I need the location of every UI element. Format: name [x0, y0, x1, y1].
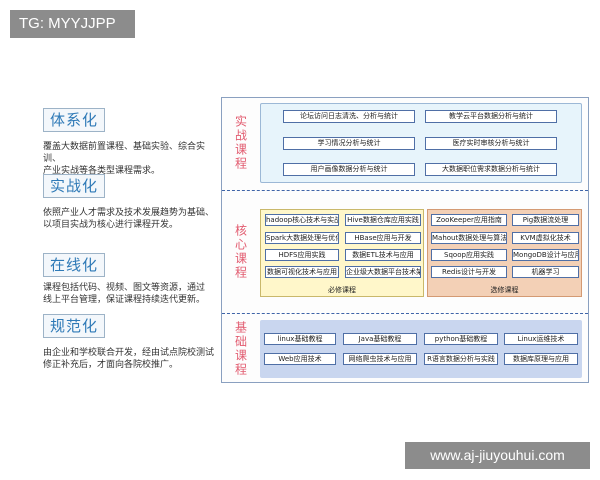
course-box: python基础教程 [424, 333, 498, 345]
elective-courses-caption: 选修课程 [490, 286, 519, 294]
course-box: 大数据职位需求数据分析与统计 [425, 163, 557, 176]
course-box: 学习情况分析与统计 [283, 137, 415, 150]
course-box: 数据库原理与应用 [504, 353, 578, 365]
feature-title-standardized: 规范化 [43, 314, 106, 338]
course-box: Linux运维技术 [504, 333, 578, 345]
course-box: Java基础教程 [343, 333, 417, 345]
elective-courses-group: ZooKeeper应用指南 Pig数据流处理 Mahout数据处理与算法分析 K… [427, 209, 582, 297]
feature-title-online: 在线化 [43, 253, 106, 277]
course-box: Web应用技术 [264, 353, 336, 365]
course-box: Pig数据流处理 [512, 214, 579, 226]
section-core-courses: 核心课程 hadoop核心技术与实战 Hive数据仓库应用实践 Spark大数据… [222, 193, 588, 311]
course-box: 医疗实时审核分析与统计 [425, 137, 557, 150]
course-box: ZooKeeper应用指南 [431, 214, 507, 226]
course-box: linux基础教程 [264, 333, 336, 345]
required-courses-group: hadoop核心技术与实战 Hive数据仓库应用实践 Spark大数据处理与优化… [260, 209, 424, 297]
feature-desc-line: 线上平台管理，保证课程持续迭代更新。 [43, 295, 206, 305]
feature-desc-systematic: 覆盖大数据前置课程、基础实验、综合实训、 产业实战等各类型课程需求。 [43, 141, 219, 177]
basic-panel: linux基础教程 Java基础教程 python基础教程 Linux运维技术 … [260, 320, 582, 378]
section-divider [222, 313, 588, 314]
feature-desc-line: 覆盖大数据前置课程、基础实验、综合实训、 [43, 142, 206, 164]
course-box: 数据可视化技术与应用 [265, 266, 339, 278]
course-box: Redis设计与开发 [431, 266, 507, 278]
section-practical-courses: 实战课程 论坛访问日志清洗、分析与统计 教学云平台数据分析与统计 学习情况分析与… [222, 98, 588, 188]
website-watermark: www.aj-jiuyouhui.com [405, 442, 590, 469]
curriculum-diagram: 实战课程 论坛访问日志清洗、分析与统计 教学云平台数据分析与统计 学习情况分析与… [221, 97, 589, 383]
feature-desc-line: 课程包括代码、视频、图文等资源，通过 [43, 283, 206, 293]
course-box: 企业级大数据平台技术架构 [345, 266, 421, 278]
course-box: hadoop核心技术与实战 [265, 214, 339, 226]
practical-panel: 论坛访问日志清洗、分析与统计 教学云平台数据分析与统计 学习情况分析与统计 医疗… [260, 103, 582, 183]
course-box: HBase应用与开发 [345, 232, 421, 244]
course-box: 网络爬虫技术与应用 [343, 353, 417, 365]
required-courses-caption: 必修课程 [328, 286, 356, 294]
feature-desc-line: 产业实战等各类型课程需求。 [43, 166, 161, 176]
course-box: KVM虚拟化技术 [512, 232, 579, 244]
course-box: 机器学习 [512, 266, 579, 278]
section-label-practical: 实战课程 [233, 115, 248, 171]
course-box: Mahout数据处理与算法分析 [431, 232, 507, 244]
feature-desc-line: 修正补充后，才面向各院校推广。 [43, 360, 179, 370]
feature-desc-standardized: 由企业和学校联合开发，经由试点院校测试 修正补充后，才面向各院校推广。 [43, 347, 219, 371]
feature-title-practical: 实战化 [43, 174, 106, 198]
course-box: 论坛访问日志清洗、分析与统计 [283, 110, 415, 123]
course-box: HDFS应用实践 [265, 249, 339, 261]
course-box: Spark大数据处理与优化 [265, 232, 339, 244]
course-box: R语言数据分析与实践 [424, 353, 498, 365]
course-box: MongoDB设计与应用 [512, 249, 579, 261]
feature-desc-practical: 依照产业人才需求及技术发展趋势为基础、 以项目实战为核心进行课程开发。 [43, 207, 219, 231]
course-box: 用户画像数据分析与统计 [283, 163, 415, 176]
section-basic-courses: 基础课程 linux基础教程 Java基础教程 python基础教程 Linux… [222, 316, 588, 382]
course-box: 数据ETL技术与应用 [345, 249, 421, 261]
feature-desc-online: 课程包括代码、视频、图文等资源，通过 线上平台管理，保证课程持续迭代更新。 [43, 282, 219, 306]
feature-desc-line: 以项目实战为核心进行课程开发。 [43, 220, 179, 230]
section-label-core: 核心课程 [233, 224, 248, 280]
feature-desc-line: 由企业和学校联合开发，经由试点院校测试 [43, 348, 215, 358]
course-box: Sqoop应用实践 [431, 249, 507, 261]
course-box: 教学云平台数据分析与统计 [425, 110, 557, 123]
feature-desc-line: 依照产业人才需求及技术发展趋势为基础、 [43, 208, 215, 218]
feature-title-systematic: 体系化 [43, 108, 106, 132]
telegram-badge: TG: MYYJJPP [10, 10, 135, 38]
section-divider [222, 190, 588, 191]
course-box: Hive数据仓库应用实践 [345, 214, 421, 226]
section-label-basic: 基础课程 [233, 321, 248, 377]
